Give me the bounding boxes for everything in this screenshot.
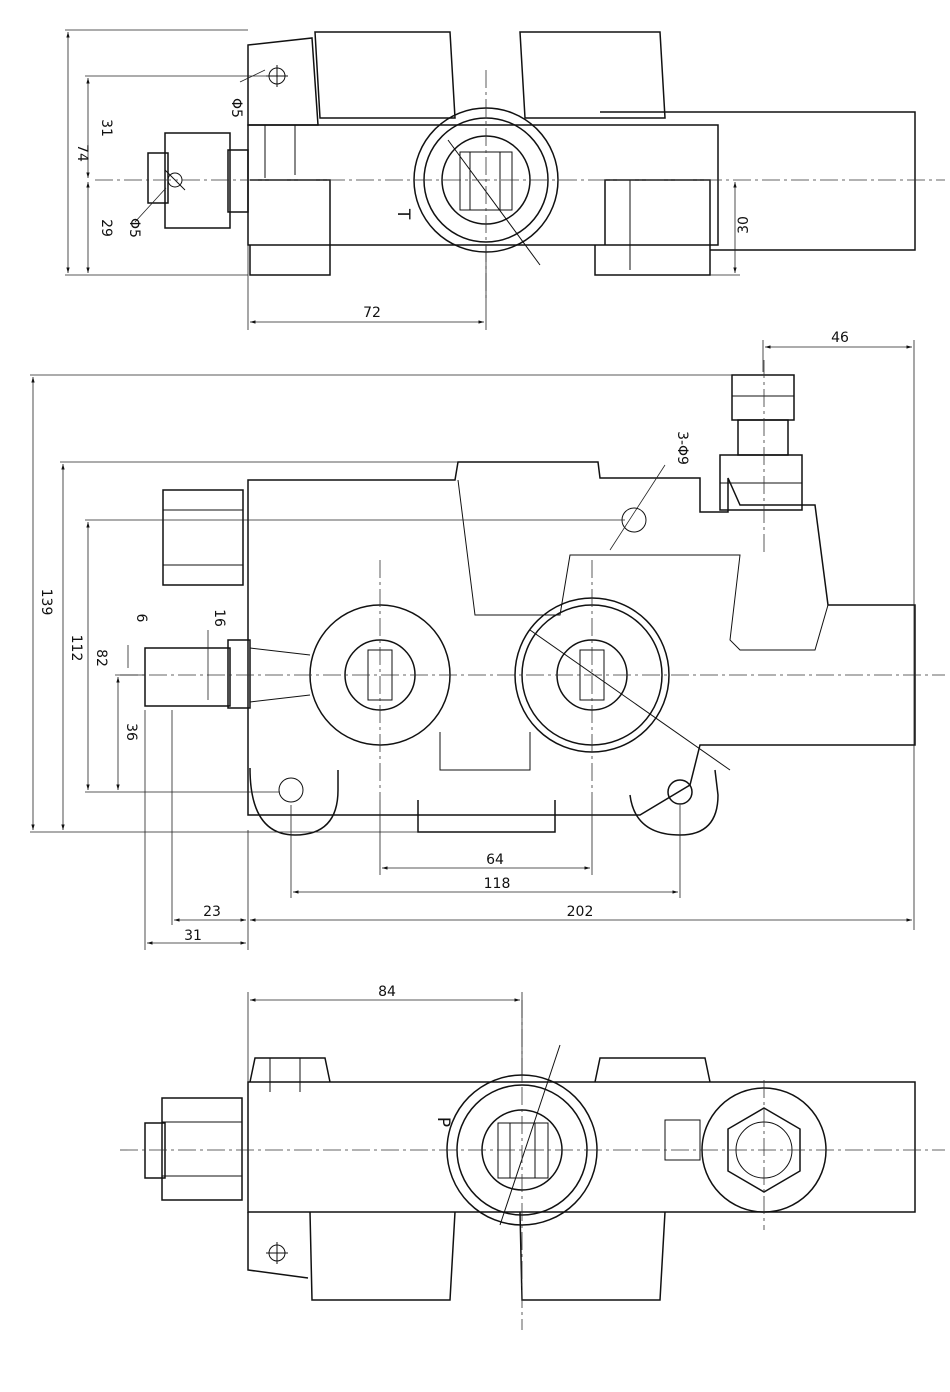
dim-16: 16: [211, 609, 227, 627]
mount-hole-left: [279, 778, 303, 802]
dim-84: 84: [378, 984, 396, 1000]
dim-112: 112: [68, 635, 84, 662]
relief-valve-cap: [732, 375, 794, 420]
dim-31-front: 31: [184, 928, 202, 944]
bottom-body: [248, 1082, 915, 1212]
bottom-hex-plug: [162, 1098, 242, 1200]
dim-holes: 3-Φ9: [674, 431, 690, 465]
dim-64: 64: [486, 852, 504, 868]
dim-139: 139: [38, 589, 54, 616]
mount-hole-top: [622, 508, 646, 532]
dim-36: 36: [123, 723, 139, 741]
dim-82: 82: [93, 649, 109, 667]
dim-202: 202: [567, 904, 594, 920]
dim-72: 72: [363, 305, 381, 321]
mount-hole-right: [668, 780, 692, 804]
dim-phi5-a: Φ5: [228, 98, 244, 118]
front-view: 46 139 112 82 6 16 36 64 118 23 202 31 3…: [30, 330, 945, 950]
dim-46: 46: [831, 330, 849, 346]
dim-phi5-b: Φ5: [126, 218, 142, 238]
dim-118: 118: [484, 876, 511, 892]
front-body: [248, 462, 915, 815]
spool-end: [145, 648, 230, 706]
port-t-label: T: [393, 208, 413, 220]
top-view: 31 74 29 30 72 Φ5 Φ5 T: [65, 30, 945, 330]
dim-29: 29: [98, 219, 114, 237]
dim-31-top: 31: [98, 119, 114, 137]
dim-6: 6: [133, 614, 149, 623]
dim-23: 23: [203, 904, 221, 920]
hex-plug: [163, 490, 243, 585]
top-body: [248, 125, 718, 245]
dim-30: 30: [736, 216, 752, 234]
bottom-view: 84 P: [120, 984, 945, 1330]
dim-74: 74: [74, 144, 90, 162]
port-p-label: P: [433, 1117, 453, 1127]
